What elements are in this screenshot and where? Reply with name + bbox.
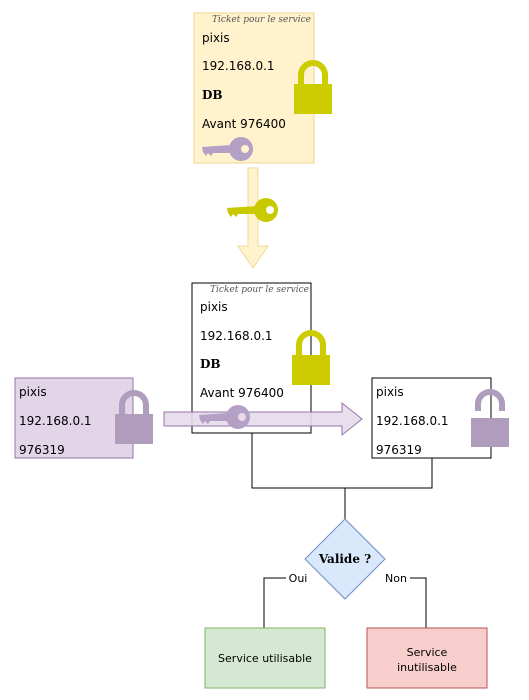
top-ticket-ip: 192.168.0.1 — [202, 59, 275, 73]
decrypt-arrow — [227, 167, 278, 269]
middle-ticket-service: DB — [200, 357, 221, 371]
authenticator: pixis 192.168.0.1 976319 — [14, 377, 153, 459]
outcome-unusable-label-1: Service — [407, 646, 448, 659]
top-ticket: Ticket pour le service pixis 192.168.0.1… — [193, 12, 332, 164]
authenticator-box — [14, 377, 134, 459]
authenticator-decrypt-arrow — [163, 401, 363, 437]
lock-icon — [292, 330, 330, 385]
authenticator-timestamp: 976319 — [19, 443, 65, 457]
outcome-usable-label: Service utilisable — [218, 652, 312, 665]
decision-diamond — [304, 518, 386, 600]
lock-icon — [294, 60, 332, 114]
connectors — [251, 433, 433, 519]
outcome-unusable: Service inutilisable — [366, 627, 488, 689]
middle-ticket-caption: Ticket pour le service — [210, 285, 309, 295]
decision-question: Valide ? — [318, 552, 371, 566]
middle-ticket-ip: 192.168.0.1 — [200, 329, 273, 343]
lock-icon — [115, 390, 153, 444]
authenticator-user: pixis — [19, 385, 47, 399]
top-ticket-validity: Avant 976400 — [202, 117, 286, 131]
outcome-unusable-box — [366, 627, 488, 689]
middle-ticket-user: pixis — [200, 300, 228, 314]
outcome-usable: Service utilisable — [204, 627, 326, 689]
top-ticket-user: pixis — [202, 31, 230, 45]
top-ticket-caption: Ticket pour le service — [212, 15, 311, 25]
key-icon — [227, 198, 278, 222]
outcome-usable-box — [204, 627, 326, 689]
top-ticket-service: DB — [202, 88, 223, 102]
decrypted-ip: 192.168.0.1 — [376, 414, 449, 428]
yes-label: Oui — [289, 572, 308, 585]
authenticator-ip: 192.168.0.1 — [19, 414, 92, 428]
key-icon — [199, 405, 250, 429]
decision: Valide ? — [304, 518, 386, 600]
outcome-unusable-label-2: inutilisable — [397, 661, 457, 674]
decrypted-timestamp: 976319 — [376, 443, 422, 457]
no-label: Non — [385, 572, 407, 585]
middle-ticket-validity: Avant 976400 — [200, 386, 284, 400]
key-icon — [202, 137, 253, 161]
lock-open-icon — [471, 389, 509, 447]
middle-ticket: Ticket pour le service pixis 192.168.0.1… — [191, 282, 330, 434]
decrypted-authenticator: pixis 192.168.0.1 976319 — [371, 377, 509, 459]
decrypted-user: pixis — [376, 385, 404, 399]
